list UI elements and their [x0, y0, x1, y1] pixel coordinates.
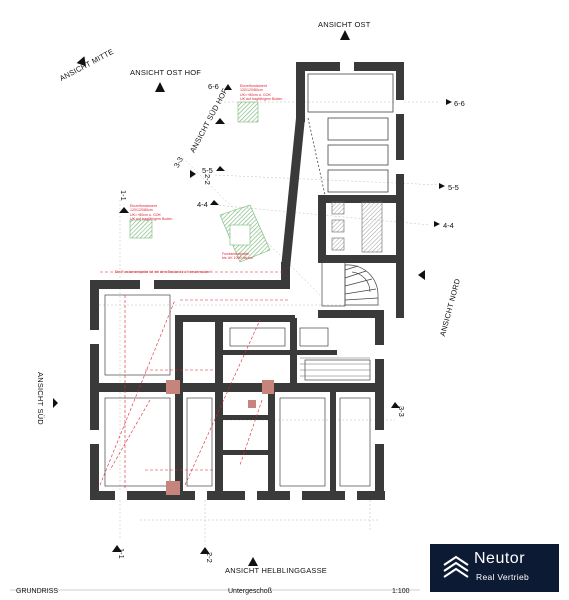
note-line: Einzelfundament — [130, 204, 157, 208]
staircase — [321, 261, 379, 307]
neutor-logo: Neutor Real Vertrieb — [430, 544, 559, 592]
section-label-4-4-right: 4-4 — [443, 221, 454, 230]
annotation-lines — [99, 271, 290, 490]
tower-interior — [307, 73, 394, 196]
section-label-1-1-top: 1-1 — [119, 190, 128, 201]
note-line: 120/120/80cm — [130, 208, 153, 213]
view-label-helblinggasse: ANSICHT HELBLINGGASSE — [225, 566, 328, 575]
section-label-5-5-left: 5-5 — [202, 166, 213, 175]
section-markers — [112, 84, 452, 554]
section-label-2-2-bottom: 2-2 — [205, 552, 214, 563]
view-label-ost-hof: ANSICHT OST HOF — [130, 68, 202, 77]
window-openings — [90, 62, 404, 500]
section-label-2-2-top: 2-2 — [203, 174, 212, 185]
section-label-6-6-right: 6-6 — [454, 99, 465, 108]
note-line: UK auf tragfähigem Boden — [240, 97, 283, 102]
small-stairs — [300, 357, 370, 377]
note-line: bis UK 1000 bis cm — [222, 256, 253, 261]
note-line: Fundamentplatte — [222, 252, 249, 256]
foundation-note-b: Einzelfundament 120/120/80cm UK=+80cm u.… — [130, 204, 172, 222]
section-label-6-6-left: 6-6 — [208, 82, 219, 91]
foundation-note-a: Einzelfundament 120/120/80cm UK=+80cm u.… — [240, 84, 282, 102]
note-line: 120/120/80cm — [240, 88, 263, 93]
view-arrows — [53, 30, 425, 566]
section-label-4-4-left: 4-4 — [197, 200, 208, 209]
shaft-squares — [331, 201, 383, 253]
note-line: UK auf tragfähigem Boden — [130, 217, 173, 222]
logo-wordmark: Neutor — [474, 550, 526, 567]
foundation-note-d: Die Fundamentplatte ist mit dem Bestand … — [115, 270, 212, 274]
view-label-ost: ANSICHT OST — [318, 20, 371, 29]
note-line: Einzelfundament — [240, 84, 267, 88]
footer-left-label: GRUNDRISS — [16, 588, 59, 595]
view-label-sued: ANSICHT SÜD — [36, 372, 45, 425]
foundation-note-c: Fundamentplatte bis UK 1000 bis cm — [222, 252, 253, 261]
construction-lines — [95, 101, 441, 545]
foundation-hatches — [129, 101, 271, 263]
note-line: UK=+80cm u. GOK — [240, 92, 271, 97]
note-line: UK=+80cm u. GOK — [130, 212, 161, 217]
section-label-3-3-right: 3-3 — [397, 406, 406, 417]
footer-scale: 1:100 — [392, 588, 410, 595]
column-highlights — [166, 380, 274, 495]
house-lines-icon — [443, 555, 469, 578]
section-label-1-1-bottom: 1-1 — [117, 548, 126, 559]
building-walls — [90, 62, 404, 500]
footer-center-label: Untergeschoß — [228, 588, 272, 595]
logo-tagline: Real Vertrieb — [476, 572, 530, 582]
section-label-5-5-right: 5-5 — [448, 183, 459, 192]
